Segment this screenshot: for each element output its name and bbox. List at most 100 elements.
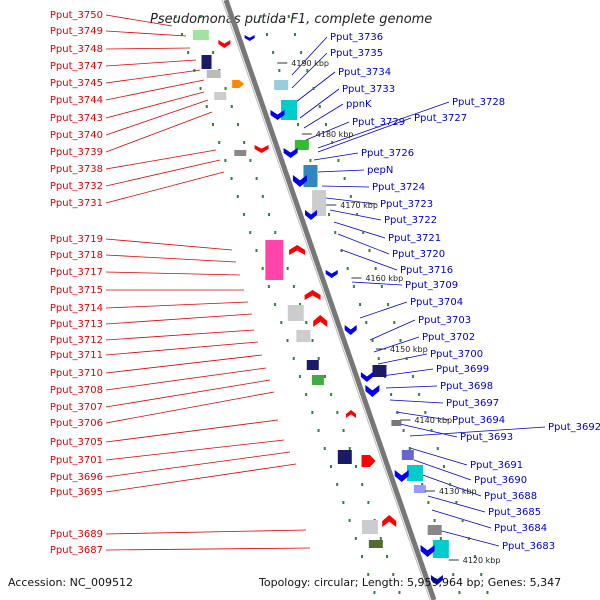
track-dot <box>261 195 264 198</box>
scale-tick-label: 4150 kbp <box>390 345 428 354</box>
right-label-group: Pput_3736Pput_3735Pput_3734Pput_3733ppnK… <box>291 32 600 552</box>
left-gene-label: Pput_3708 <box>50 385 103 396</box>
reverse-gene-arrow <box>360 372 373 382</box>
feature-tracks <box>174 0 489 600</box>
forward-gene-arrow <box>346 410 356 418</box>
right-gene-label: Pput_3693 <box>460 432 513 443</box>
right-gene-label: Pput_3683 <box>502 541 555 552</box>
gene-block <box>312 190 327 216</box>
left-gene-label: Pput_3750 <box>50 10 103 21</box>
left-leader-line <box>105 354 263 374</box>
reverse-gene-arrow <box>270 110 285 120</box>
reverse-gene-arrow <box>325 270 338 278</box>
track-dot <box>433 519 436 522</box>
right-gene-label: Pput_3688 <box>484 491 537 502</box>
genome-backbone <box>223 0 437 600</box>
track-dot <box>292 285 295 288</box>
track-dot <box>418 393 421 396</box>
right-gene-label: Pput_3721 <box>388 233 441 244</box>
right-leader-line <box>385 385 438 389</box>
track-dot <box>361 483 364 486</box>
left-gene-label: Pput_3707 <box>50 402 103 413</box>
track-dot <box>334 231 337 234</box>
right-gene-label: Pput_3727 <box>414 113 467 124</box>
left-leader-line <box>105 238 233 251</box>
track-dot <box>379 537 382 540</box>
right-gene-label: Pput_3722 <box>384 215 437 226</box>
left-leader-line <box>105 149 217 170</box>
track-dot <box>323 375 326 378</box>
reverse-gene-arrow <box>430 575 443 585</box>
right-gene-label: Pput_3703 <box>418 315 471 326</box>
track-dot <box>427 501 430 504</box>
track-dot <box>230 105 233 108</box>
track-dot <box>286 339 289 342</box>
gene-block <box>306 360 319 370</box>
left-leader-line <box>105 367 267 391</box>
left-gene-label: Pput_3732 <box>50 181 103 192</box>
gene-block <box>432 540 449 558</box>
right-gene-label: Pput_3684 <box>494 523 547 534</box>
right-leader-line <box>305 121 350 141</box>
map-title: Pseudomonas putida F1, complete genome <box>150 12 432 27</box>
track-dot <box>249 231 252 234</box>
track-dot <box>368 249 371 252</box>
track-dot <box>354 537 357 540</box>
track-dot <box>348 447 351 450</box>
right-gene-label: ppnK <box>346 99 372 110</box>
track-dot <box>348 519 351 522</box>
left-leader-line <box>105 391 275 424</box>
left-leader-line <box>105 419 279 443</box>
left-gene-label: Pput_3744 <box>50 95 103 106</box>
track-dot <box>306 69 309 72</box>
left-gene-label: Pput_3719 <box>50 234 103 245</box>
right-leader-line <box>313 152 359 161</box>
right-leader-line <box>317 101 450 149</box>
left-leader-line <box>105 111 213 153</box>
track-dot <box>354 465 357 468</box>
gene-block <box>214 92 227 100</box>
right-leader-line <box>325 197 378 205</box>
scale-tick-label: 4130 kbp <box>439 487 477 496</box>
reverse-gene-arrow <box>394 470 409 482</box>
gene-block <box>296 330 311 342</box>
scale-tick-label: 4190 kbp <box>291 59 329 68</box>
reverse-gene-arrow <box>344 325 357 335</box>
track-dot <box>329 465 332 468</box>
left-gene-label: Pput_3701 <box>50 455 103 466</box>
track-dot <box>255 177 258 180</box>
track-dot <box>405 357 408 360</box>
gene-block <box>372 365 387 377</box>
track-dot <box>243 141 246 144</box>
left-leader-line <box>105 529 307 535</box>
right-gene-label: Pput_3700 <box>430 349 483 360</box>
track-dot <box>452 573 455 576</box>
right-leader-line <box>409 447 468 466</box>
track-dot <box>398 591 401 594</box>
left-gene-label: Pput_3689 <box>50 529 103 540</box>
forward-gene-arrow <box>254 145 269 153</box>
track-dot <box>311 339 314 342</box>
left-gene-label: Pput_3711 <box>50 350 103 361</box>
track-dot <box>374 267 377 270</box>
right-gene-label: Pput_3729 <box>352 117 405 128</box>
track-dot <box>330 393 333 396</box>
track-dot <box>342 501 345 504</box>
left-leader-line <box>105 159 221 187</box>
track-dot <box>328 213 331 216</box>
gene-block <box>234 150 247 156</box>
gene-block <box>274 80 289 90</box>
track-dot <box>265 33 268 36</box>
reverse-gene-arrow <box>292 175 307 187</box>
track-dot <box>305 393 308 396</box>
gene-block <box>311 375 324 385</box>
track-dot <box>323 447 326 450</box>
track-dot <box>402 429 405 432</box>
track-dot <box>449 483 452 486</box>
right-gene-label: Pput_3691 <box>470 460 523 471</box>
left-gene-label: Pput_3712 <box>50 335 103 346</box>
gene-block <box>401 450 414 460</box>
track-dot <box>393 321 396 324</box>
gene-block <box>303 165 318 187</box>
left-gene-label: Pput_3718 <box>50 250 103 261</box>
